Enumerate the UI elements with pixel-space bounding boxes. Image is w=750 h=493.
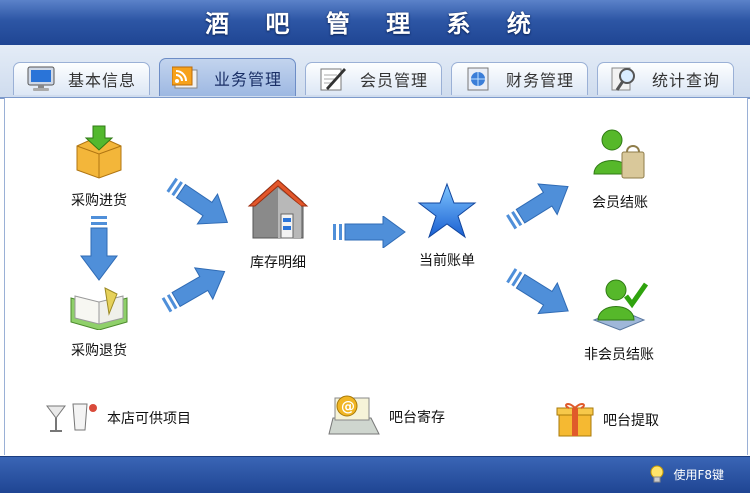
tab-finance-management[interactable]: 财务管理 [451, 62, 588, 95]
nonmember-checkout-label: 非会员结账 [584, 347, 654, 363]
member-checkout-button[interactable]: 会员结账 [592, 126, 648, 212]
status-hint: 使用F8键 [649, 465, 724, 483]
open-book-icon [69, 284, 129, 334]
user-check-icon [590, 276, 649, 338]
arrow-bill-to-member [506, 183, 569, 230]
member-user-icon [592, 126, 648, 186]
magnifier-icon [610, 66, 640, 92]
business-flow-panel: 采购进货 采购退货 库存明细 [4, 98, 748, 455]
status-text: 使用F8键 [673, 467, 724, 482]
pen-note-icon [318, 66, 348, 92]
tab-basic-info[interactable]: 基本信息 [13, 62, 150, 95]
app-title: 酒 吧 管 理 系 统 [205, 10, 545, 38]
member-checkout-label: 会员结账 [592, 195, 648, 211]
svg-text:@: @ [341, 399, 355, 415]
inventory-details-label: 库存明细 [250, 255, 306, 271]
tab-business-management[interactable]: 业务管理 [159, 58, 296, 96]
rss-feed-icon [171, 65, 202, 91]
bar-storage-label: 吧台寄存 [389, 410, 445, 426]
tab-label: 会员管理 [360, 71, 429, 90]
tab-label: 财务管理 [506, 71, 575, 90]
cocktail-icon [43, 398, 99, 438]
arrow-bill-to-nonmember [506, 268, 569, 315]
arrow-inventory-to-bill [333, 216, 406, 248]
email-laptop-icon: @ [327, 392, 381, 442]
house-icon [247, 176, 309, 246]
tab-member-management[interactable]: 会员管理 [305, 62, 442, 95]
purchase-in-button[interactable]: 采购进货 [69, 124, 129, 210]
bar-storage-button[interactable]: @ 吧台寄存 [327, 392, 445, 442]
star-icon [417, 182, 477, 244]
purchase-return-label: 采购退货 [71, 343, 127, 359]
arrow-purchase-to-inventory [166, 177, 229, 225]
monitor-icon [26, 66, 56, 92]
lightbulb-icon [649, 465, 665, 483]
nonmember-checkout-button[interactable]: 非会员结账 [584, 276, 654, 364]
tab-label: 业务管理 [214, 69, 283, 89]
inventory-details-button[interactable]: 库存明细 [247, 176, 309, 272]
tab-label: 基本信息 [68, 71, 137, 90]
items-available-label: 本店可供项目 [107, 411, 191, 427]
box-download-icon [69, 124, 129, 184]
tab-statistics-query[interactable]: 统计查询 [597, 62, 734, 95]
tab-strip: 基本信息 业务管理 会员管理 财务管理 统计查询 [0, 45, 750, 99]
status-bar: 使用F8键 [0, 456, 750, 493]
arrow-down [80, 216, 118, 281]
globe-doc-icon [464, 66, 494, 92]
bar-retrieve-button[interactable]: 吧台提取 [555, 398, 659, 442]
arrow-return-to-inventory [161, 267, 226, 313]
bar-retrieve-label: 吧台提取 [603, 413, 659, 429]
title-bar: 酒 吧 管 理 系 统 [0, 0, 750, 46]
current-bill-button[interactable]: 当前账单 [417, 182, 477, 270]
purchase-in-label: 采购进货 [71, 193, 127, 209]
current-bill-label: 当前账单 [419, 253, 475, 269]
gift-box-icon [555, 398, 595, 442]
tab-label: 统计查询 [652, 71, 721, 90]
items-available-button[interactable]: 本店可供项目 [43, 398, 191, 438]
purchase-return-button[interactable]: 采购退货 [69, 284, 129, 360]
